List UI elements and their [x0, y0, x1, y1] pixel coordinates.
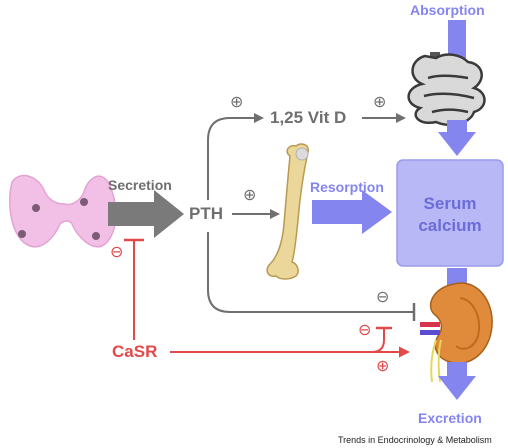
casr-to-kidney-inhibit	[371, 326, 392, 353]
journal-credit: Trends in Endocrinology & Metabolism	[338, 435, 492, 445]
casr-to-kidney-minus-sign: ⊖	[358, 320, 372, 339]
vitd-to-absorption-plus-sign: ⊕	[373, 92, 387, 111]
bone-icon	[266, 143, 309, 280]
serum-calcium-label: Serum calcium	[397, 193, 503, 237]
pth-to-kidney-inhibit	[207, 232, 416, 321]
secretion-arrow	[108, 190, 184, 238]
pth-label: PTH	[189, 204, 223, 223]
thyroid-icon	[9, 174, 117, 248]
secretion-label: Secretion	[108, 177, 172, 193]
serum-calcium-line2: calcium	[418, 216, 482, 236]
excretion-arrow	[438, 362, 476, 400]
absorption-label: Absorption	[410, 2, 485, 18]
casr-label: CaSR	[112, 342, 158, 361]
intestine-icon	[407, 52, 486, 126]
pth-to-kidney-minus-sign: ⊖	[376, 287, 390, 306]
resorption-arrow	[312, 190, 392, 234]
pth-to-bone-plus-sign: ⊕	[243, 185, 257, 204]
pth-to-vitd-plus-sign: ⊕	[230, 92, 244, 111]
absorption-to-serum-arrow	[438, 120, 476, 156]
excretion-label: Excretion	[418, 410, 482, 426]
resorption-label: Resorption	[310, 179, 384, 195]
serum-calcium-box	[396, 159, 504, 267]
serum-calcium-line1: Serum	[423, 194, 477, 213]
kidney-icon	[420, 282, 493, 383]
vitd-label: 1,25 Vit D	[270, 108, 347, 127]
pth-to-vitd-arrow	[207, 113, 264, 200]
casr-to-pth-inhibit	[124, 238, 144, 340]
casr-to-pth-minus-sign: ⊖	[110, 242, 124, 261]
casr-to-kidney-plus-sign: ⊕	[376, 356, 390, 375]
